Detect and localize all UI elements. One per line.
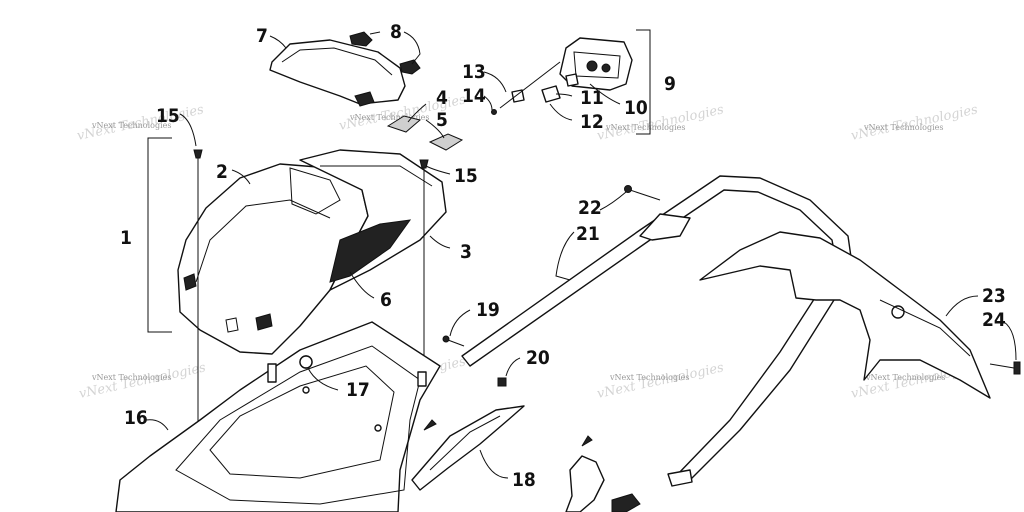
callout-6: 6 bbox=[380, 289, 392, 311]
callout-17: 17 bbox=[346, 379, 370, 401]
watermark: vNext Technologies bbox=[609, 373, 689, 382]
watermark: vNext Technologies bbox=[605, 123, 685, 132]
callout-22: 22 bbox=[578, 197, 602, 219]
callout-21: 21 bbox=[576, 223, 600, 245]
part-24-bolt bbox=[989, 361, 1021, 375]
part-16-storage-box bbox=[115, 321, 441, 512]
callout-15: 15 bbox=[454, 165, 478, 187]
watermark: vNext Technologies bbox=[349, 113, 429, 122]
callout-labels: 1 2 3 4 5 6 7 8 9 10 11 12 13 14 15 15 1… bbox=[120, 21, 1006, 491]
part-8-clips bbox=[349, 31, 421, 75]
part-20-nut bbox=[497, 377, 507, 387]
callout-9: 9 bbox=[664, 73, 676, 95]
callout-3: 3 bbox=[460, 241, 472, 263]
callout-2: 2 bbox=[216, 161, 228, 183]
part-7-tray bbox=[269, 39, 406, 107]
callout-18: 18 bbox=[512, 469, 536, 491]
leaders bbox=[145, 31, 1017, 479]
watermark: vNext Technologies bbox=[91, 373, 171, 382]
callout-15: 15 bbox=[156, 105, 180, 127]
callout-19: 19 bbox=[476, 299, 500, 321]
callout-20: 20 bbox=[526, 347, 550, 369]
watermark: vNext Technologies bbox=[863, 123, 943, 132]
part-22-bolt bbox=[624, 185, 661, 201]
part-9-tail-light bbox=[491, 37, 633, 115]
callout-16: 16 bbox=[124, 407, 148, 429]
callout-5: 5 bbox=[436, 109, 448, 131]
part-23-flap bbox=[699, 231, 991, 399]
part-17-washer bbox=[299, 355, 313, 369]
callout-8: 8 bbox=[390, 21, 402, 43]
callout-10: 10 bbox=[624, 97, 648, 119]
watermark: vNext Technologies bbox=[865, 373, 945, 382]
callout-7: 7 bbox=[256, 25, 268, 47]
part-5-pad bbox=[428, 133, 464, 151]
callout-1: 1 bbox=[120, 227, 132, 249]
part-21-bumper bbox=[461, 175, 853, 487]
callout-4: 4 bbox=[436, 87, 448, 109]
callout-24: 24 bbox=[982, 309, 1006, 331]
callout-23: 23 bbox=[982, 285, 1006, 307]
part-2-rear-cowl bbox=[177, 163, 369, 355]
part-18-trim bbox=[411, 405, 641, 512]
part-3-side-panel bbox=[299, 149, 447, 291]
watermark: vNext Technologies bbox=[91, 121, 171, 130]
callout-13: 13 bbox=[462, 61, 486, 83]
callout-14: 14 bbox=[462, 85, 486, 107]
part-19-bolt bbox=[442, 335, 465, 347]
callout-12: 12 bbox=[580, 111, 604, 133]
callout-11: 11 bbox=[580, 87, 604, 109]
part-4-pad bbox=[386, 115, 422, 133]
